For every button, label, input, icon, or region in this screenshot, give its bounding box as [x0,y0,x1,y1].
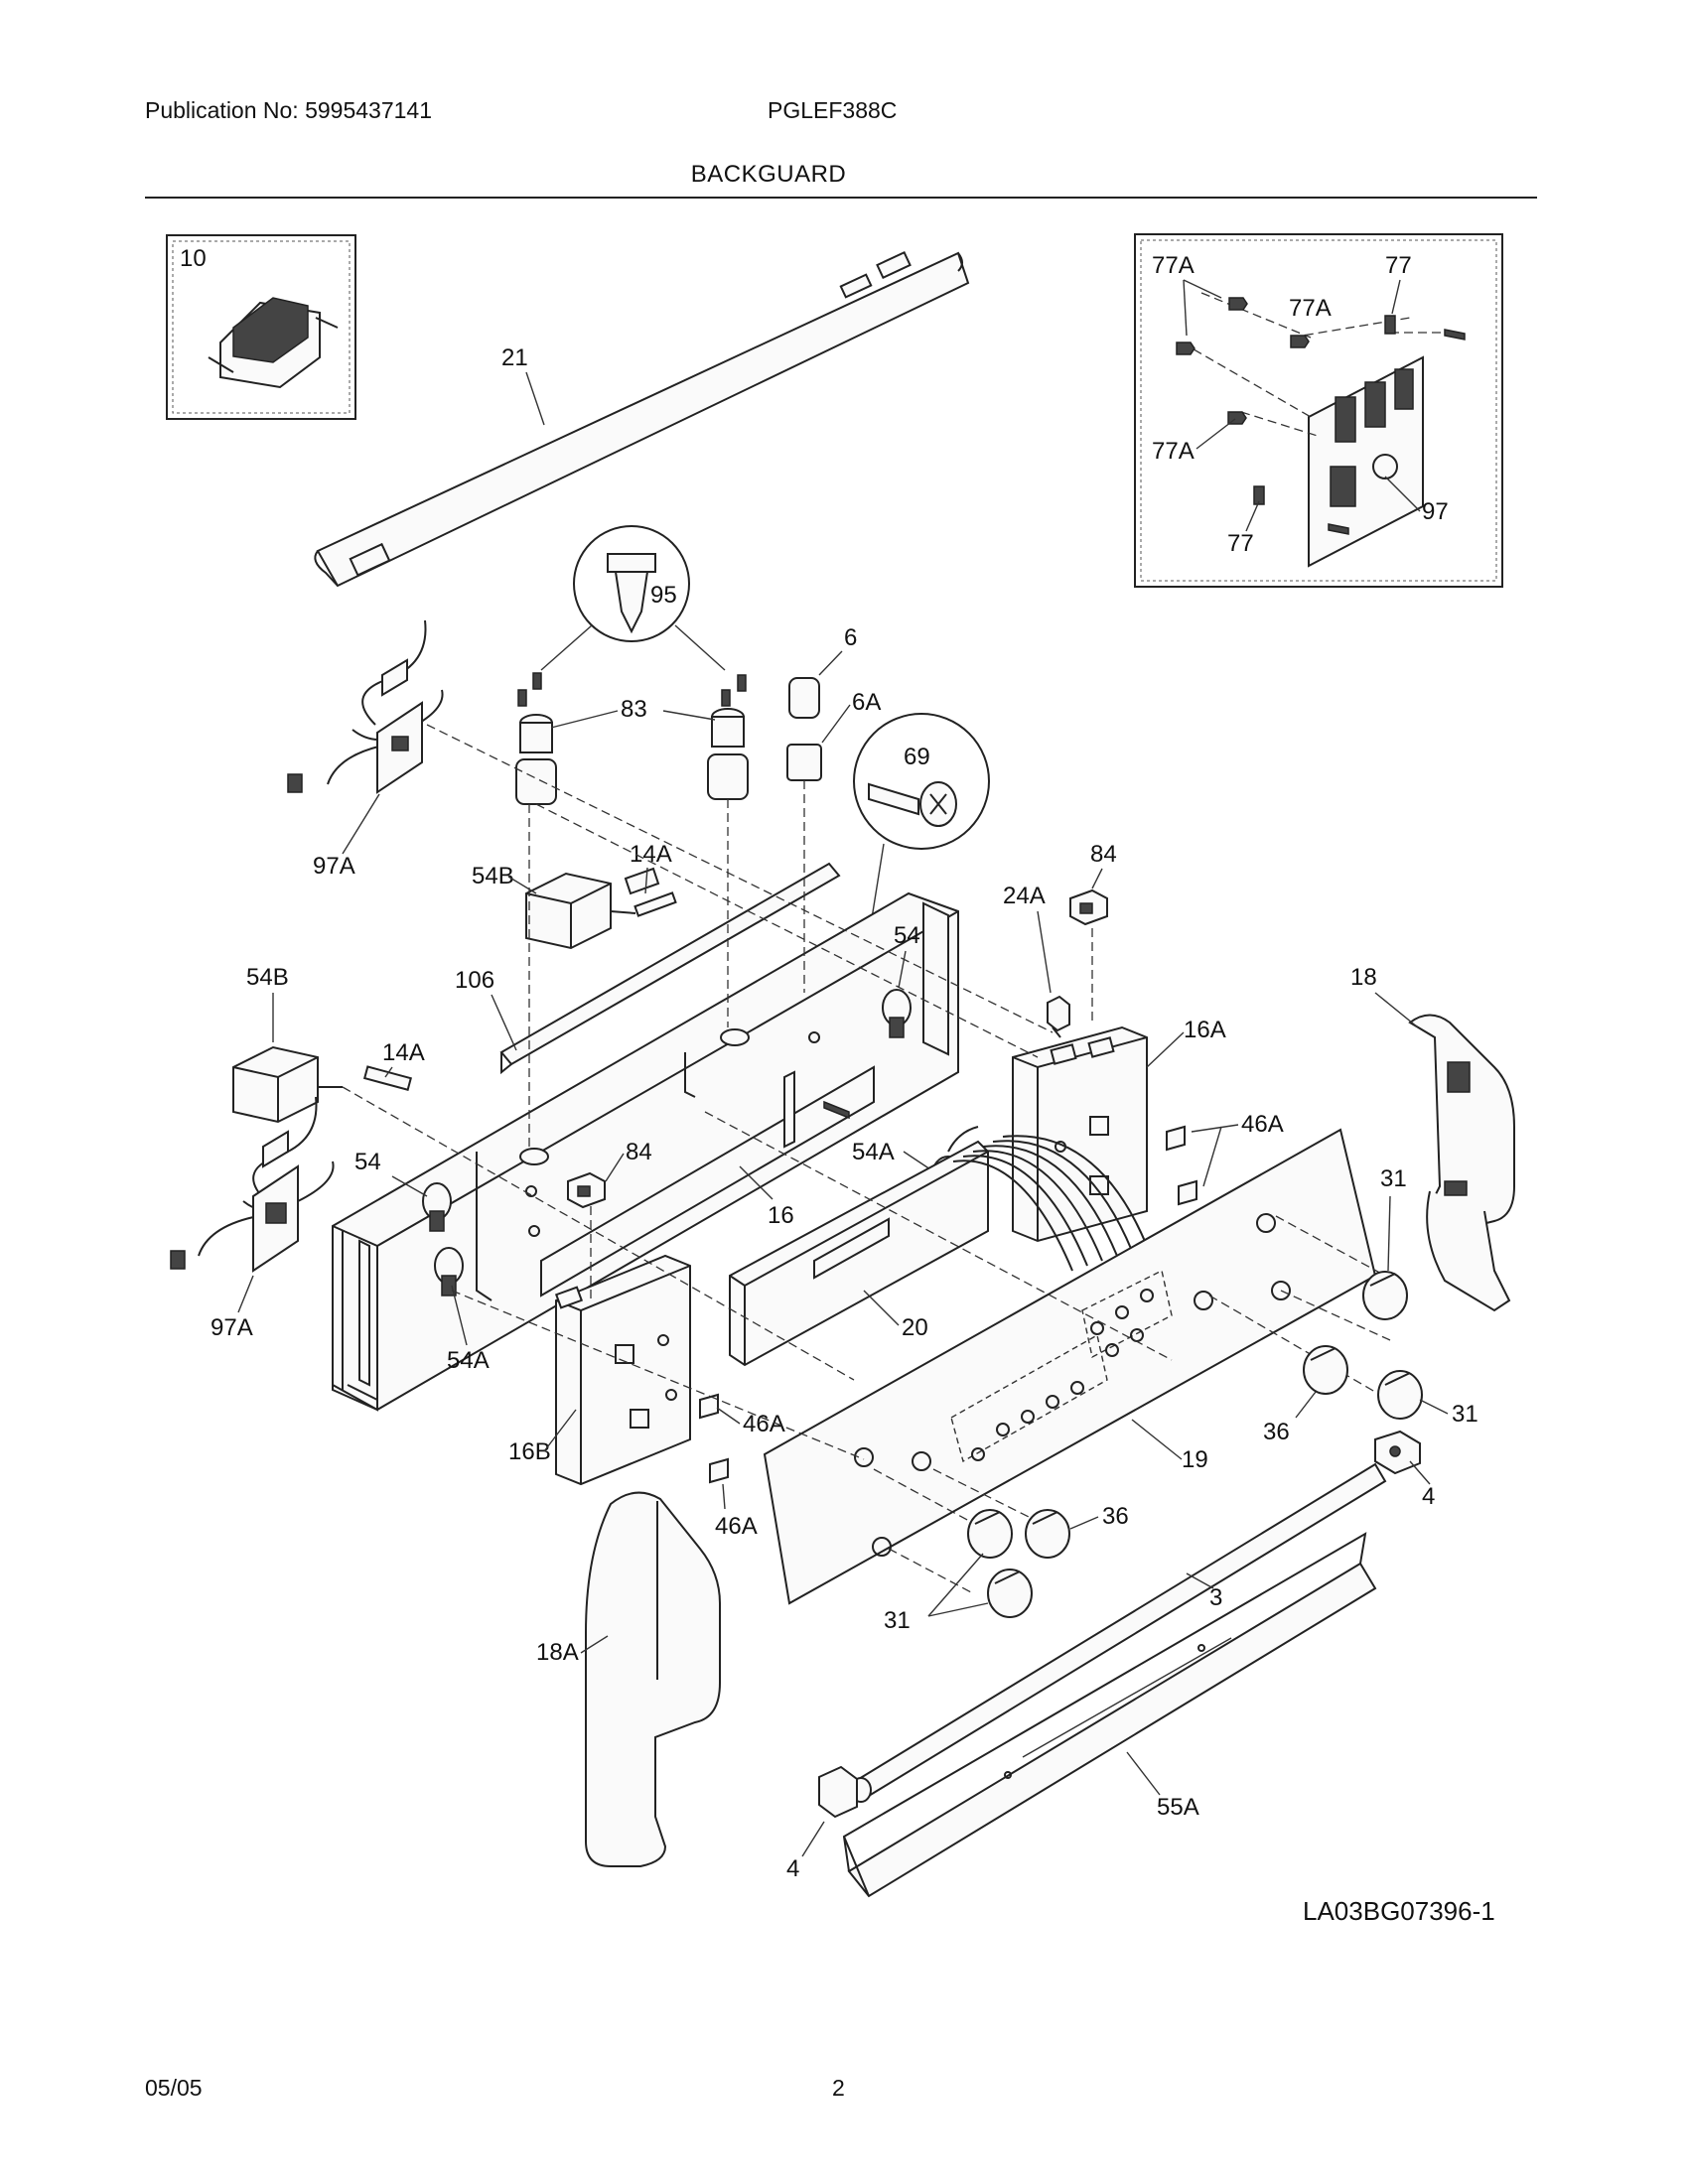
callout-16: 16 [768,1202,794,1229]
callout-77-low: 77 [1227,530,1254,557]
callout-36-right: 36 [1263,1419,1290,1445]
electronic-control-20 [729,1126,989,1367]
callout-55a: 55A [1157,1794,1199,1821]
callout-18: 18 [1350,964,1377,991]
control-board-icon [1308,355,1424,568]
callout-54a-center: 54A [852,1139,895,1165]
bracket-16a [1012,1025,1148,1243]
standoff-icon [1384,315,1396,335]
infinite-switch-left [232,1045,412,1124]
callout-97a-top: 97A [313,853,355,880]
callout-77a-1: 77A [1152,252,1195,279]
rocker-switch-24a [1047,995,1070,1038]
end-cap-18 [1408,1014,1515,1312]
callout-14a-left: 14A [382,1039,425,1066]
callout-46a-low: 46A [715,1513,758,1540]
bracket-4-left [818,1765,858,1819]
switch-84-left [567,1171,606,1209]
section-title: BACKGUARD [690,161,847,188]
transformer-icon [208,297,339,389]
screw-center [823,1100,850,1120]
callout-3: 3 [1209,1584,1222,1611]
backguard-panel-16 [332,891,959,1412]
terminal-46a-low [709,1457,729,1484]
screw-icon [1328,523,1349,535]
callout-20: 20 [902,1314,928,1341]
inset-transformer: 10 [166,234,356,420]
callout-84-left: 84 [626,1139,652,1165]
page-number: 2 [832,2075,845,2101]
screw-icon [1176,341,1196,355]
knob-36-low [1025,1509,1070,1559]
callout-54b-top: 54B [472,863,514,889]
terminals-46a-right [1166,1125,1197,1206]
callout-31-upper: 31 [1380,1165,1407,1192]
publication-number: Publication No: 5995437141 [145,97,433,123]
screw-icon [1444,329,1466,341]
detail-circle-95: 95 [573,525,690,642]
end-cap-18a [585,1491,721,1867]
wire-harness-top [287,619,444,794]
footer-date: 05/05 [145,2075,203,2101]
left-frame [332,1226,378,1412]
switch-54-left [422,1182,452,1232]
indicator-lights [515,672,822,805]
callout-77: 77 [1385,252,1412,279]
callout-97a-bottom: 97A [211,1314,253,1341]
knob-31-right [1377,1370,1423,1420]
callout-18a: 18A [536,1639,579,1666]
callout-84-right: 84 [1090,841,1117,868]
support-55a [842,1532,1377,1898]
model-number: PGLEF388C [768,97,898,123]
callout-31-right: 31 [1452,1401,1478,1428]
callout-4-left: 4 [786,1855,799,1882]
callout-4-right: 4 [1422,1483,1435,1510]
callout-77a-3: 77A [1152,438,1195,465]
trim-21 [314,250,970,588]
callout-16b: 16B [508,1438,551,1465]
bracket-4-right [1374,1430,1421,1475]
callout-19: 19 [1182,1446,1208,1473]
knob-36-right [1303,1345,1348,1395]
callout-54b-left: 54B [246,964,289,991]
knob-31-low-a [967,1509,1013,1559]
callout-36-low: 36 [1102,1503,1129,1530]
callout-54-left: 54 [354,1149,381,1175]
callout-106: 106 [455,967,494,994]
callout-6: 6 [844,624,857,651]
knob-31-upper [1362,1271,1408,1320]
inset-control-board: 77A 77 77A 77A 97 77 [1134,233,1503,588]
switch-54-center [882,989,912,1038]
callout-69: 69 [904,744,930,770]
callout-16a: 16A [1184,1017,1226,1043]
screw-icon [1228,297,1248,311]
header-rule [145,197,1537,199]
callout-46a-right: 46A [1241,1111,1284,1138]
ribbon-cable [952,1135,1148,1272]
wire-harness-bottom [170,1096,335,1273]
callout-95: 95 [650,582,677,609]
bracket-16b [554,1254,691,1486]
callout-77a-2: 77A [1289,295,1332,322]
callout-6a: 6A [852,689,881,716]
screw-icon [1290,335,1310,348]
callout-83: 83 [621,696,647,723]
callout-31-low: 31 [884,1607,911,1634]
infinite-switch-top [525,867,677,950]
standoff-icon [1253,485,1265,505]
callout-24a: 24A [1003,883,1046,909]
callout-21: 21 [501,344,528,371]
callout-10: 10 [180,245,207,272]
switch-84-right [1069,888,1108,926]
callout-54-center: 54 [894,922,920,949]
drawing-code: LA03BG07396-1 [1303,1896,1495,1926]
knob-31-low-b [987,1569,1033,1618]
callout-97: 97 [1422,498,1449,525]
detail-circle-69: 69 [853,713,990,850]
callout-54a-left: 54A [447,1347,490,1374]
